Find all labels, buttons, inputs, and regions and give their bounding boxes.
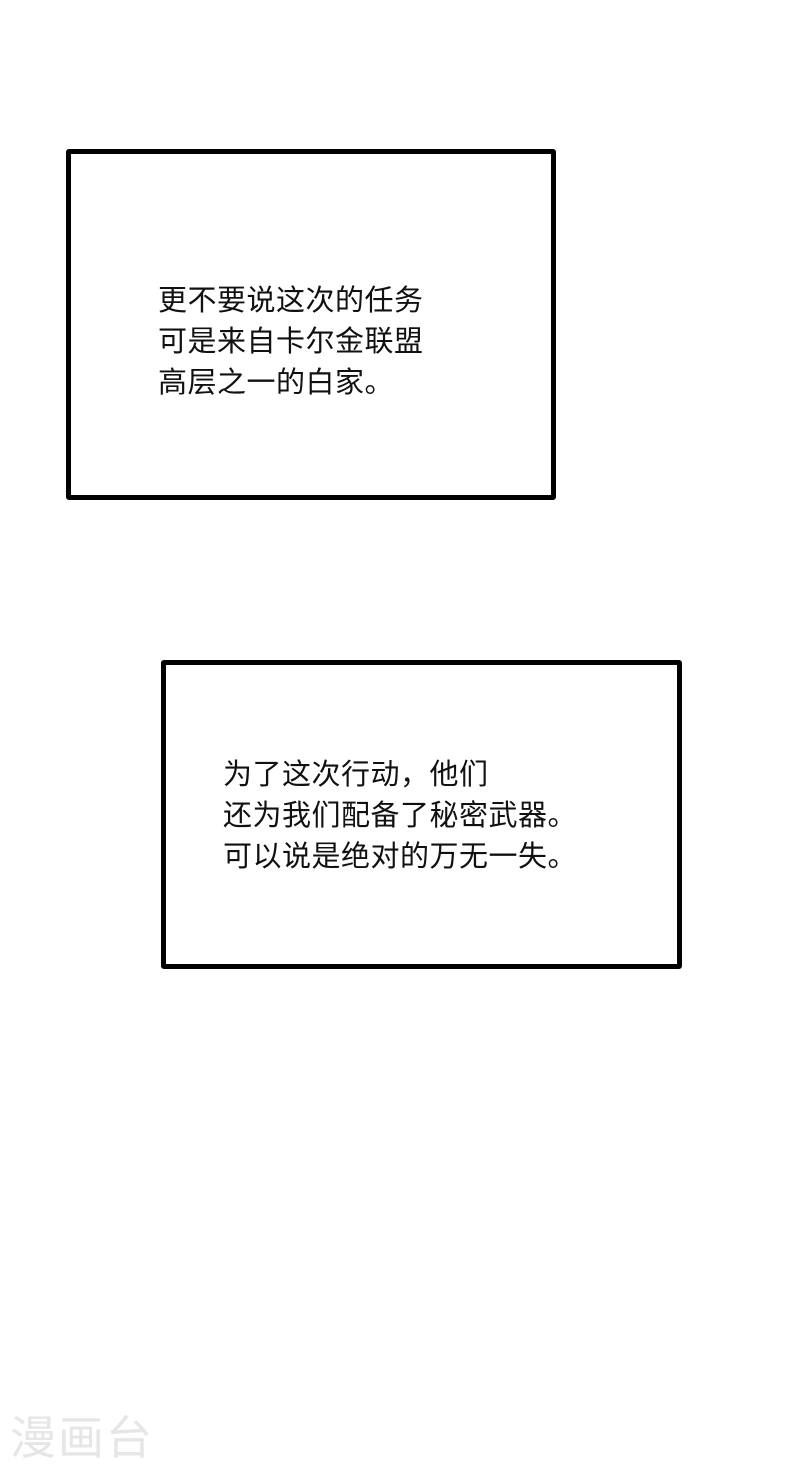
caption-line: 高层之一的白家。 [158,365,395,399]
caption-text-2: 为了这次行动，他们 还为我们配备了秘密武器。 可以说是绝对的万无一失。 [223,754,577,877]
caption-box-1: 更不要说这次的任务 可是来自卡尔金联盟 高层之一的白家。 [66,149,556,500]
caption-line: 还为我们配备了秘密武器。 [223,798,578,832]
caption-line: 可以说是绝对的万无一失。 [223,839,578,873]
caption-line: 可是来自卡尔金联盟 [158,324,424,358]
caption-line: 更不要说这次的任务 [158,283,424,317]
watermark-logo: 漫画台 [10,1411,154,1465]
caption-text-1: 更不要说这次的任务 可是来自卡尔金联盟 高层之一的白家。 [158,280,424,403]
caption-line: 为了这次行动，他们 [223,757,489,791]
caption-box-2: 为了这次行动，他们 还为我们配备了秘密武器。 可以说是绝对的万无一失。 [161,660,682,969]
